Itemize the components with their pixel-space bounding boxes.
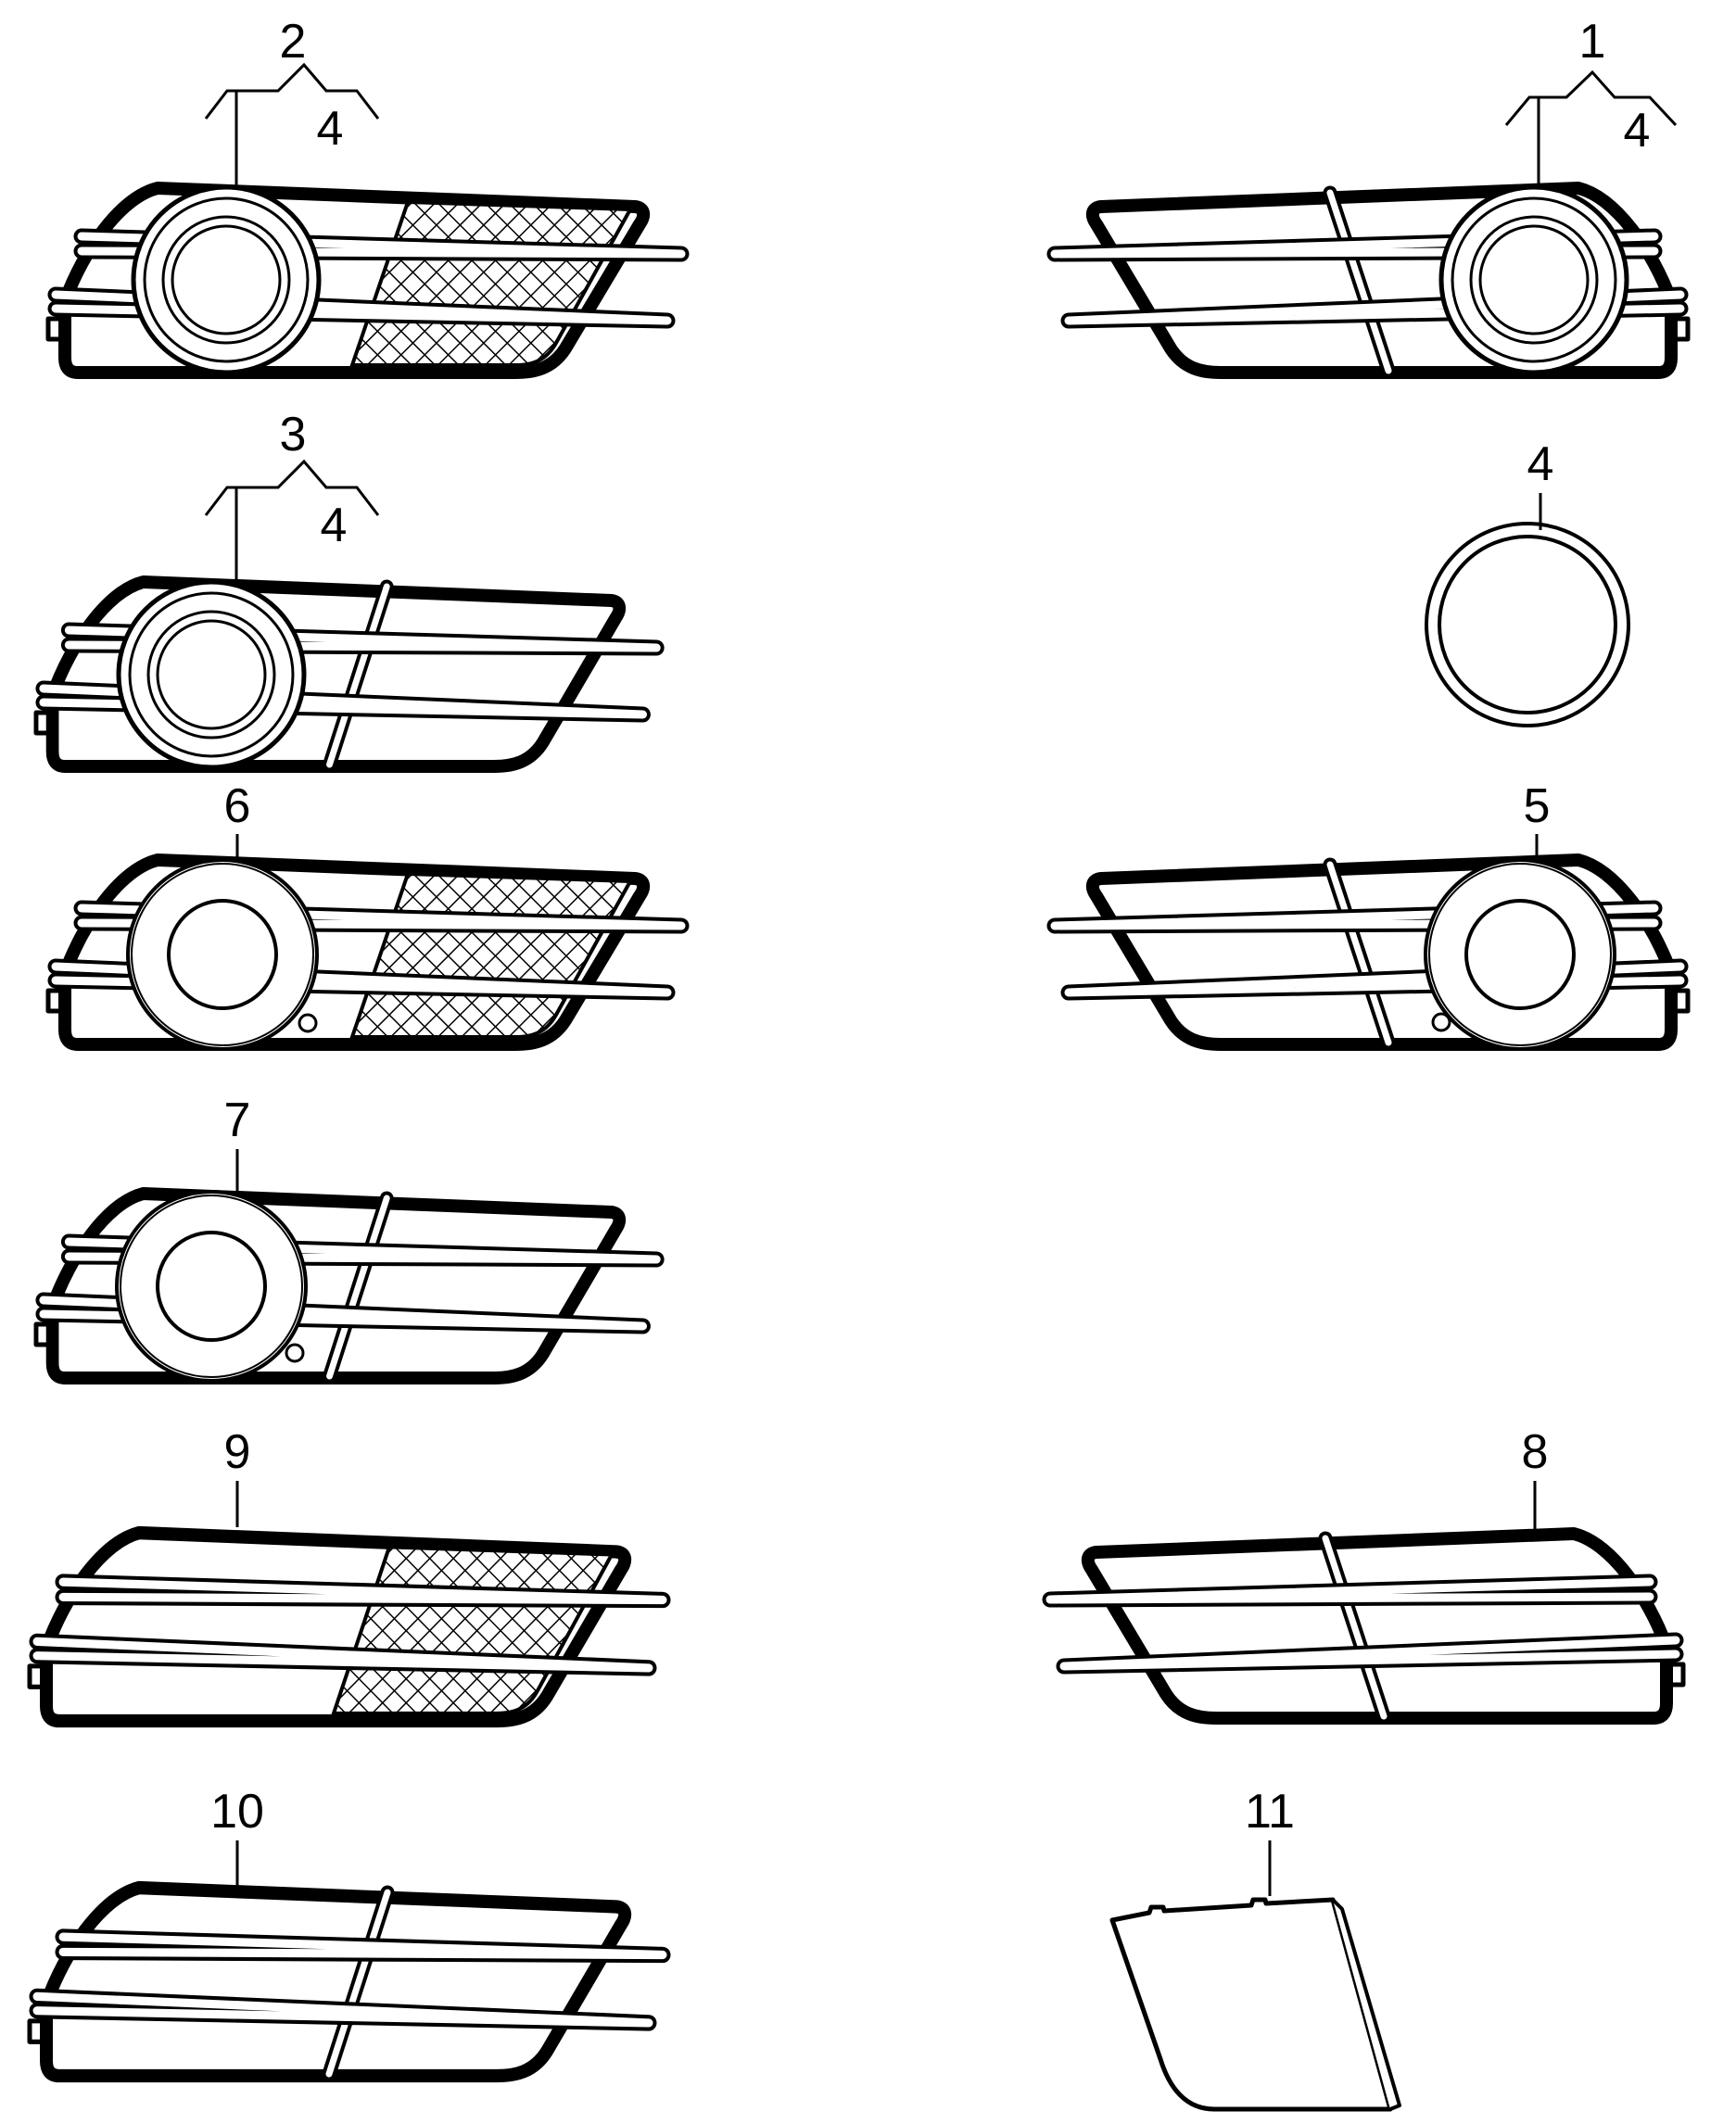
callout-6-number: 6: [224, 779, 251, 833]
part-7-ring: [115, 1190, 308, 1383]
callout-7-number: 7: [224, 1094, 251, 1147]
callout-5-number: 5: [1524, 779, 1551, 833]
callout-4-number: 4: [1527, 437, 1554, 491]
callout-3-sub: 4: [321, 499, 348, 552]
part-11-cover: [1109, 1897, 1401, 2112]
callout-8: 8: [1522, 1425, 1549, 1529]
callout-1: 1 4: [1504, 15, 1678, 183]
callout-5: 5: [1524, 779, 1551, 860]
callout-2-sub: 4: [317, 102, 344, 156]
callout-1-number: 1: [1579, 15, 1606, 69]
callout-3-number: 3: [280, 408, 307, 461]
callout-3: 3 4: [204, 408, 380, 579]
callout-10-number: 10: [210, 1785, 264, 1839]
callout-7: 7: [224, 1094, 251, 1191]
part-3-ring: [119, 582, 304, 767]
callout-10: 10: [210, 1785, 264, 1887]
part-8-grille: [1050, 1534, 1683, 1718]
callout-2: 2 4: [204, 15, 380, 185]
part-1-grille: [1055, 187, 1688, 373]
part-2-grille: [48, 187, 681, 373]
part-5-ring: [1424, 858, 1616, 1051]
part-9-grille: [30, 1533, 663, 1721]
callout-2-number: 2: [280, 15, 307, 69]
callout-8-number: 8: [1522, 1425, 1549, 1479]
callout-11-number: 11: [1245, 1785, 1295, 1839]
callout-6: 6: [224, 779, 251, 860]
part-4-ring: [1425, 522, 1630, 727]
callout-9-number: 9: [224, 1425, 251, 1479]
part-10-grille: [30, 1888, 663, 2076]
callout-11: 11: [1245, 1785, 1295, 1896]
callout-4: 4: [1527, 437, 1554, 530]
callout-1-sub: 4: [1624, 104, 1651, 158]
part-6-ring: [126, 858, 319, 1051]
callout-9: 9: [224, 1425, 251, 1527]
